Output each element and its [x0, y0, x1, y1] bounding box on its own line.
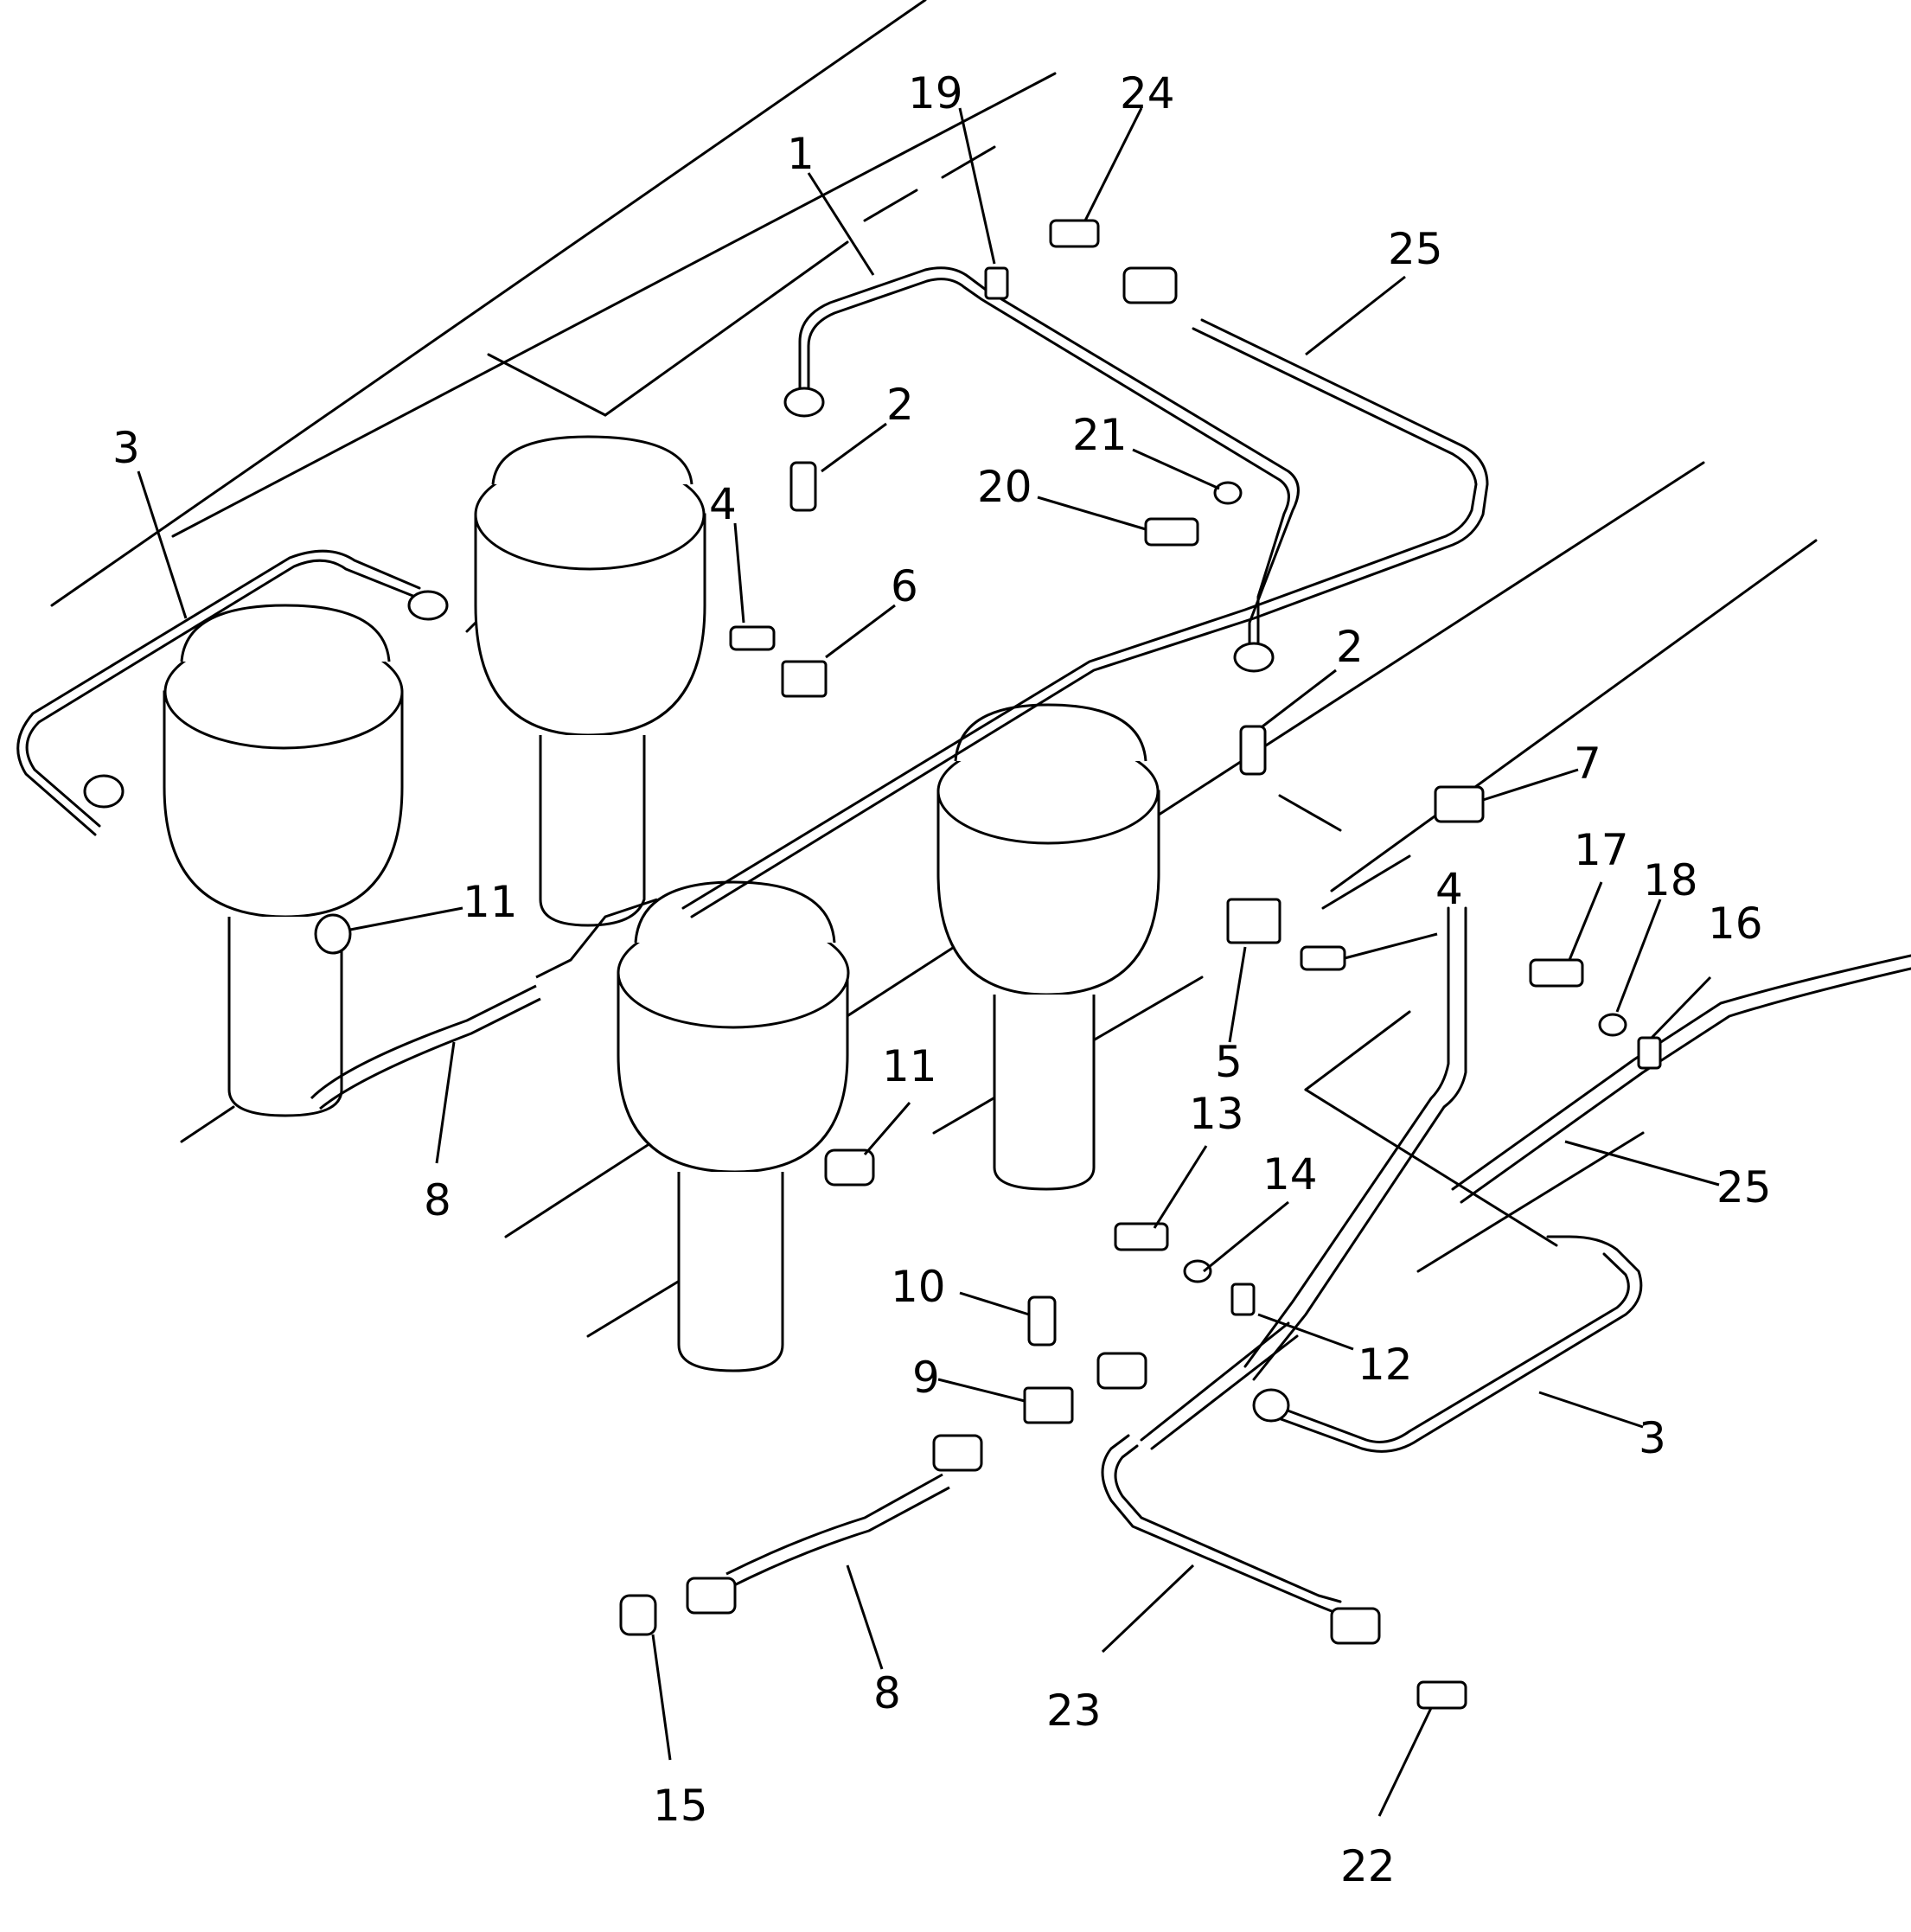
bolt-17 — [1529, 958, 1584, 988]
callout-13: 13 — [1189, 1089, 1244, 1139]
callout-9: 9 — [912, 1353, 940, 1403]
block-9 — [1023, 1386, 1074, 1424]
callout-1: 1 — [787, 129, 815, 179]
fitting-24 — [1049, 219, 1100, 248]
callout-3: 3 — [112, 423, 140, 473]
hose-end-8-front-right — [932, 1434, 983, 1472]
nut-1-right-end — [1233, 642, 1275, 673]
pipe-3-front — [1265, 1235, 1643, 1453]
callout-16: 16 — [1708, 899, 1763, 949]
hose-end-8-front-left — [686, 1577, 737, 1615]
clamp-19 — [984, 266, 1009, 300]
bolt-13 — [1114, 1222, 1169, 1251]
callout-5: 5 — [1215, 1037, 1243, 1087]
hose-8-left — [310, 898, 658, 1110]
chassis-frame — [50, 0, 1818, 1338]
callout-24: 24 — [1120, 68, 1175, 118]
filter-rear-left — [474, 435, 706, 927]
elbow-11-center — [824, 1148, 875, 1187]
pipe-25 — [681, 318, 1489, 918]
callout-20: 20 — [977, 462, 1032, 512]
nut-3-left-end — [83, 774, 125, 809]
fitting-4-right — [1300, 945, 1346, 971]
washer-18 — [1598, 1013, 1627, 1037]
callout-2: 2 — [886, 380, 914, 430]
callout-18: 18 — [1643, 855, 1698, 905]
bolt-20 — [1144, 517, 1199, 547]
callout-2-right: 2 — [1336, 622, 1364, 672]
block-6 — [781, 660, 828, 698]
fitting-10 — [1027, 1295, 1057, 1347]
callout-10: 10 — [891, 1262, 946, 1312]
hose-end-25-upper — [1122, 266, 1178, 304]
callout-17: 17 — [1574, 825, 1629, 875]
callout-8-left: 8 — [424, 1175, 451, 1225]
fitting-2-right — [1239, 725, 1267, 776]
callout-22: 22 — [1340, 1841, 1396, 1891]
elbow-7 — [1434, 785, 1485, 823]
callout-11-center: 11 — [882, 1041, 937, 1091]
callout-23: 23 — [1046, 1686, 1102, 1736]
callout-labels: 19 24 1 25 3 2 21 20 4 6 2 7 17 18 16 4 … — [112, 68, 1772, 1891]
callout-4-right: 4 — [1435, 864, 1463, 914]
nut-1-left-end — [783, 387, 825, 418]
filter-left — [163, 604, 404, 1117]
callout-8-front: 8 — [873, 1668, 901, 1718]
fitting-2-upper — [789, 461, 817, 512]
callout-11-left: 11 — [463, 877, 518, 927]
washer-21 — [1213, 481, 1243, 505]
leader-lines — [137, 107, 1720, 1817]
callout-14: 14 — [1262, 1149, 1318, 1200]
pipe-23 — [1101, 1321, 1342, 1615]
callout-25: 25 — [1388, 224, 1443, 274]
block-5 — [1226, 898, 1281, 944]
hose-end-12 — [1096, 1352, 1147, 1390]
washer-14 — [1183, 1259, 1212, 1283]
filter-front-center — [617, 880, 850, 1372]
nut-3-rear-end — [407, 590, 449, 621]
nut-3-front-end — [1252, 1388, 1290, 1423]
clamp-12 — [1230, 1283, 1256, 1316]
callout-3-lower: 3 — [1639, 1413, 1666, 1463]
pipe-right-main — [1243, 906, 1911, 1381]
fitting-4-left — [729, 625, 776, 651]
hose-8-front — [725, 1473, 950, 1589]
pipe-3-left — [16, 549, 421, 836]
callout-12: 12 — [1358, 1340, 1413, 1390]
callout-25-lower: 25 — [1716, 1162, 1772, 1212]
callout-21: 21 — [1072, 410, 1128, 460]
pipe-1 — [798, 266, 1300, 646]
callout-4: 4 — [709, 479, 737, 529]
elbow-11-left — [314, 913, 352, 955]
clamp-16 — [1637, 1036, 1662, 1070]
callout-6: 6 — [891, 561, 918, 611]
elbow-15 — [619, 1594, 657, 1636]
callout-15: 15 — [653, 1781, 708, 1831]
callout-19: 19 — [908, 68, 963, 118]
hose-end-23 — [1330, 1607, 1381, 1645]
filter-right — [936, 703, 1160, 1191]
fitting-22 — [1416, 1680, 1467, 1710]
callout-7: 7 — [1574, 739, 1601, 789]
